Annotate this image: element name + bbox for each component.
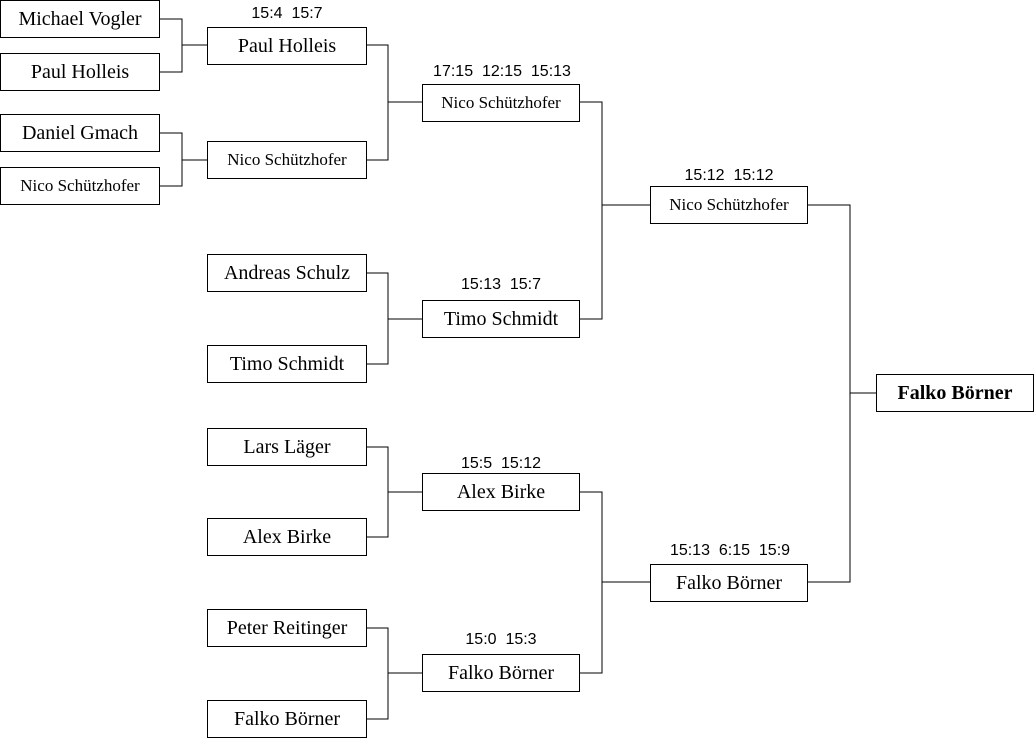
round2-player-timo-schmidt: Timo Schmidt — [207, 345, 367, 383]
connector — [580, 491, 650, 674]
connector — [366, 446, 422, 538]
match-score: 15:12 15:12 — [684, 167, 774, 184]
round1-player-michael-vogler: Michael Vogler — [0, 0, 160, 38]
connector — [808, 204, 876, 583]
round2-player-peter-reitinger: Peter Reitinger — [207, 609, 367, 647]
round1-player-daniel-gmach: Daniel Gmach — [0, 114, 160, 152]
round2-player-alex-birke: Alex Birke — [207, 518, 367, 556]
match-score: 15:0 15:3 — [465, 631, 537, 648]
semifinal-player-falko-boerner: Falko Börner — [650, 564, 808, 602]
round2-player-andreas-schulz: Andreas Schulz — [207, 254, 367, 292]
semifinal-player-nico-schuetzhofer: Nico Schützhofer — [650, 186, 808, 224]
connector — [366, 44, 422, 161]
match-score: 15:13 6:15 15:9 — [669, 542, 791, 559]
round2-player-nico-schuetzhofer: Nico Schützhofer — [207, 141, 367, 179]
quarterfinal-player-nico-schuetzhofer: Nico Schützhofer — [422, 84, 580, 122]
round1-player-paul-holleis: Paul Holleis — [0, 53, 160, 91]
connector — [366, 627, 422, 720]
connector — [160, 18, 207, 73]
quarterfinal-player-falko-boerner: Falko Börner — [422, 654, 580, 692]
match-score: 17:15 12:15 15:13 — [433, 63, 571, 80]
round2-player-paul-holleis: Paul Holleis — [207, 27, 367, 65]
connector — [160, 132, 207, 187]
champion-falko-boerner: Falko Börner — [876, 374, 1034, 412]
quarterfinal-player-alex-birke: Alex Birke — [422, 473, 580, 511]
round2-player-lars-laeger: Lars Läger — [207, 428, 367, 466]
match-score: 15:13 15:7 — [460, 276, 542, 293]
quarterfinal-player-timo-schmidt: Timo Schmidt — [422, 300, 580, 338]
round1-player-nico-schuetzhofer: Nico Schützhofer — [0, 167, 160, 205]
round2-player-falko-boerner: Falko Börner — [207, 700, 367, 738]
match-score: 15:5 15:12 — [460, 455, 542, 472]
match-score: 15:4 15:7 — [251, 5, 323, 22]
connector — [580, 101, 650, 320]
connector — [366, 272, 422, 365]
